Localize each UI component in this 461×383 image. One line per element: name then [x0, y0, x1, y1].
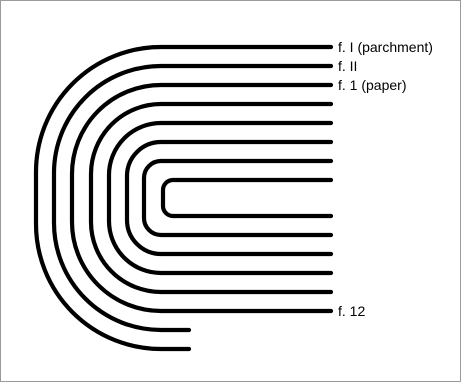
label-f-12: f. 12: [338, 303, 365, 319]
leaf-bifolium-4: [124, 139, 334, 257]
leaf-bifolium-2: [88, 101, 334, 295]
leaf-f-II-conjoint-stub: [51, 63, 334, 333]
leaf-f-1-bifolium: [69, 82, 334, 314]
leaf-bifolium-3: [106, 120, 334, 276]
leaf-bifolium-6-centre: [160, 177, 334, 219]
leaf-f-I-conjoint-stub: [33, 44, 334, 352]
label-f-I: f. I (parchment): [338, 39, 433, 55]
label-f-1: f. 1 (paper): [338, 77, 406, 93]
leaves: [33, 44, 334, 352]
label-f-II: f. II: [338, 58, 357, 74]
leaf-bifolium-5: [141, 158, 334, 238]
labels: f. I (parchment) f. II f. 1 (paper) f. 1…: [338, 39, 433, 319]
